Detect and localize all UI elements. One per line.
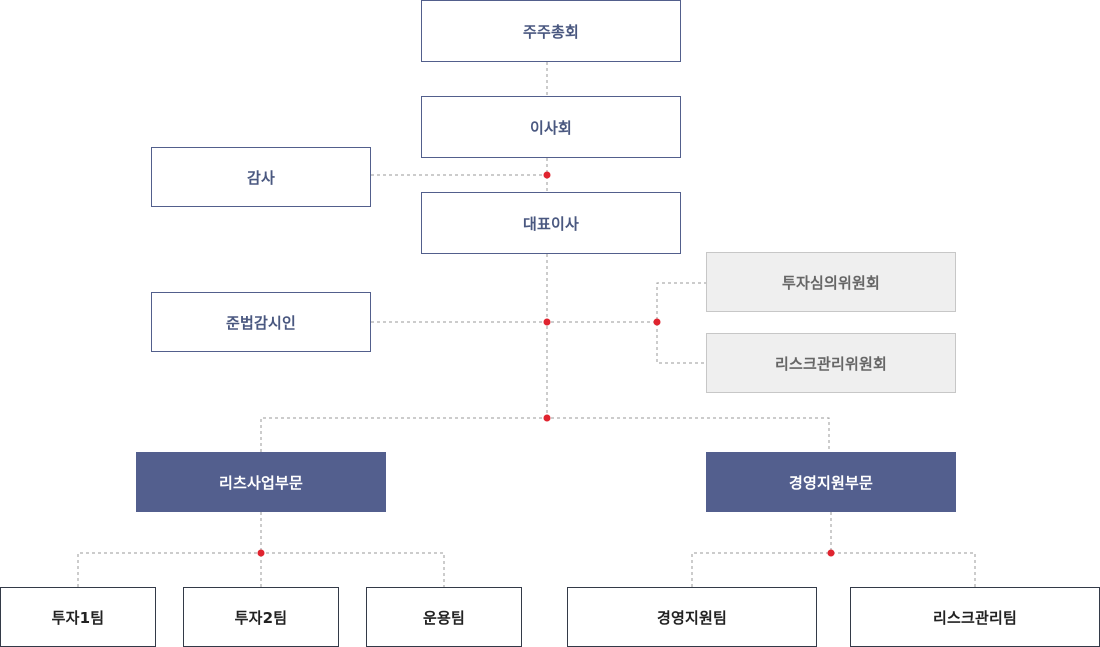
junction-dot-audit xyxy=(543,171,551,179)
node-ceo: 대표이사 xyxy=(421,192,681,254)
connector-committees xyxy=(656,282,707,364)
node-support-division: 경영지원부문 xyxy=(706,452,956,512)
node-risk-management-team: 리스크관리팀 xyxy=(850,587,1100,647)
junction-dot-committees xyxy=(653,318,661,326)
junction-dot-compliance xyxy=(543,318,551,326)
connector-divisions-bus xyxy=(260,417,830,452)
node-investment-team-1: 투자1팀 xyxy=(0,587,156,647)
node-risk-committee: 리스크관리위원회 xyxy=(706,333,956,393)
junction-dot-divisions xyxy=(543,414,551,422)
connector-support-teams-bus xyxy=(691,552,976,587)
node-board-of-directors: 이사회 xyxy=(421,96,681,158)
node-audit: 감사 xyxy=(151,147,371,207)
node-management-support-team: 경영지원팀 xyxy=(567,587,817,647)
node-investment-team-2: 투자2팀 xyxy=(183,587,339,647)
node-operations-team: 운용팀 xyxy=(366,587,522,647)
node-reits-division: 리츠사업부문 xyxy=(136,452,386,512)
node-investment-committee: 투자심의위원회 xyxy=(706,252,956,312)
junction-dots xyxy=(257,171,835,557)
connector-reits-teams-bus xyxy=(77,552,445,587)
junction-dot-support-teams xyxy=(827,549,835,557)
node-shareholders-meeting: 주주총회 xyxy=(421,0,681,62)
junction-dot-reits-teams xyxy=(257,549,265,557)
node-compliance-officer: 준법감시인 xyxy=(151,292,371,352)
